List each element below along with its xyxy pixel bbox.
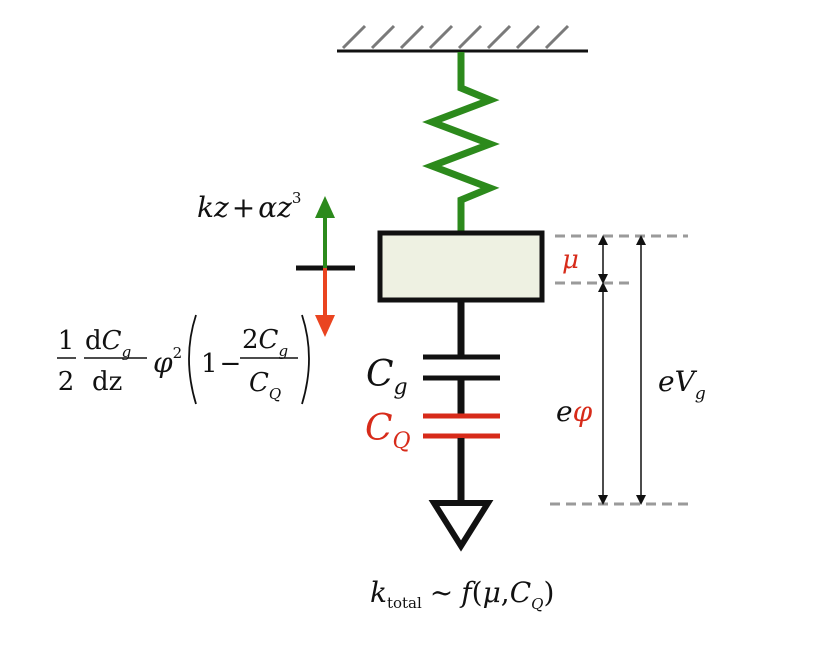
k-total-label: ktotal~f(μ,CQ) [370,576,554,613]
cg-label: Cg [366,354,408,400]
ceiling-hatch [341,24,570,50]
force-indicator [296,196,355,337]
restoring-force-arrow [315,196,335,218]
restoring-force-label: kz+αz3 [197,189,301,224]
cq-label: CQ [365,408,411,454]
ceiling-anchor [337,24,588,53]
electrostatic-force-label: 1 2 dCg dz φ2 1− 2Cg CQ [57,314,310,405]
svg-text:φ2: φ2 [153,344,182,379]
e-phi-label: eφ [556,395,593,428]
svg-text:2Cg: 2Cg [242,325,288,360]
capacitor-cg [423,354,500,381]
svg-text:1−: 1− [201,349,241,379]
svg-text:2: 2 [58,367,75,397]
svg-text:CQ: CQ [249,368,281,403]
spring [422,52,500,232]
svg-text:1: 1 [58,326,75,356]
svg-text:dCg: dCg [85,326,131,361]
e-vg-label: eVg [658,365,706,404]
energy-reference-lines [550,234,688,506]
electrostatic-force-arrow [315,315,335,337]
ground-symbol [428,500,494,552]
mass-block [377,230,545,303]
svg-text:dz: dz [92,367,122,397]
capacitor-cq [423,413,500,439]
mu-label: μ [562,245,579,275]
